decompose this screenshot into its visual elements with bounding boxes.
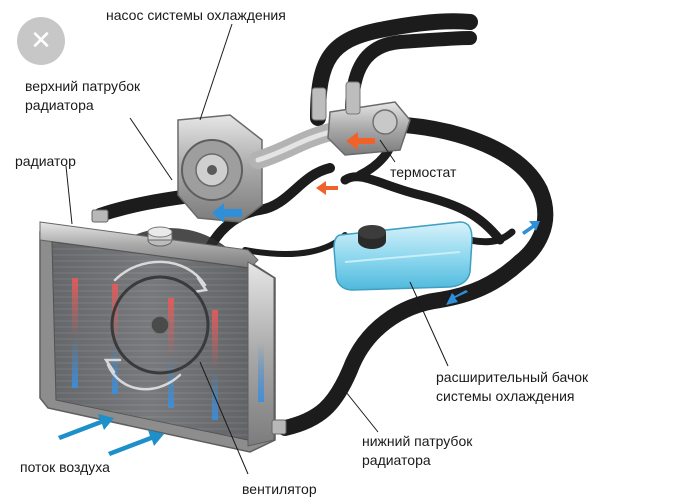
label-pump: насос системы охлаждения [106,7,286,23]
hot-flow-arrow-2 [316,181,338,195]
airflow-arrow-2 [108,430,164,456]
hot-flow-arrow [346,132,375,150]
hoses [93,13,554,436]
label-thermostat: термостат [390,164,457,180]
label-upper-hose-line1: верхний патрубок [25,78,141,94]
pump-leader [199,23,233,121]
top-hose-loop-2 [345,31,477,117]
top-hose-loop-1 [310,13,478,126]
radiator-leader [65,165,73,225]
label-fan: вентилятор [242,481,317,497]
label-radiator: радиатор [15,153,76,169]
airflow-arrows [58,414,164,456]
thermostat-leader [379,139,396,163]
tank-leader [409,281,449,367]
label-tank-line2: системы охлаждения [436,388,575,404]
label-upper-hose-line2: радиатора [25,97,94,113]
tank-hose [242,232,348,258]
fan-leader [199,361,249,475]
right-hose [397,117,554,270]
cold-flow-arrow [212,203,242,223]
expansion-tank [333,221,473,291]
airflow-arrow-1 [58,414,114,440]
radiator [39,209,287,453]
heater-hose-2 [200,163,335,263]
label-tank-line1: расширительный бачок [436,369,589,385]
label-lower-hose-line2: радиатора [362,452,431,468]
leader-lines [65,23,449,475]
upper-hose-leader [129,117,173,181]
cold-flow-arrow-2 [446,290,468,305]
upper-hose [93,189,197,222]
label-lower-hose-line1: нижний патрубок [362,433,473,449]
lower-hose [277,254,528,436]
tank-hose-2 [466,228,516,246]
lower-hose-leader [345,391,379,433]
cold-flow-arrow-3 [522,221,540,235]
fan [103,260,210,391]
flow-arrows [212,132,540,305]
label-airflow: поток воздуха [20,459,110,475]
close-icon: ✕ [30,26,52,56]
close-button[interactable]: ✕ [17,17,65,65]
